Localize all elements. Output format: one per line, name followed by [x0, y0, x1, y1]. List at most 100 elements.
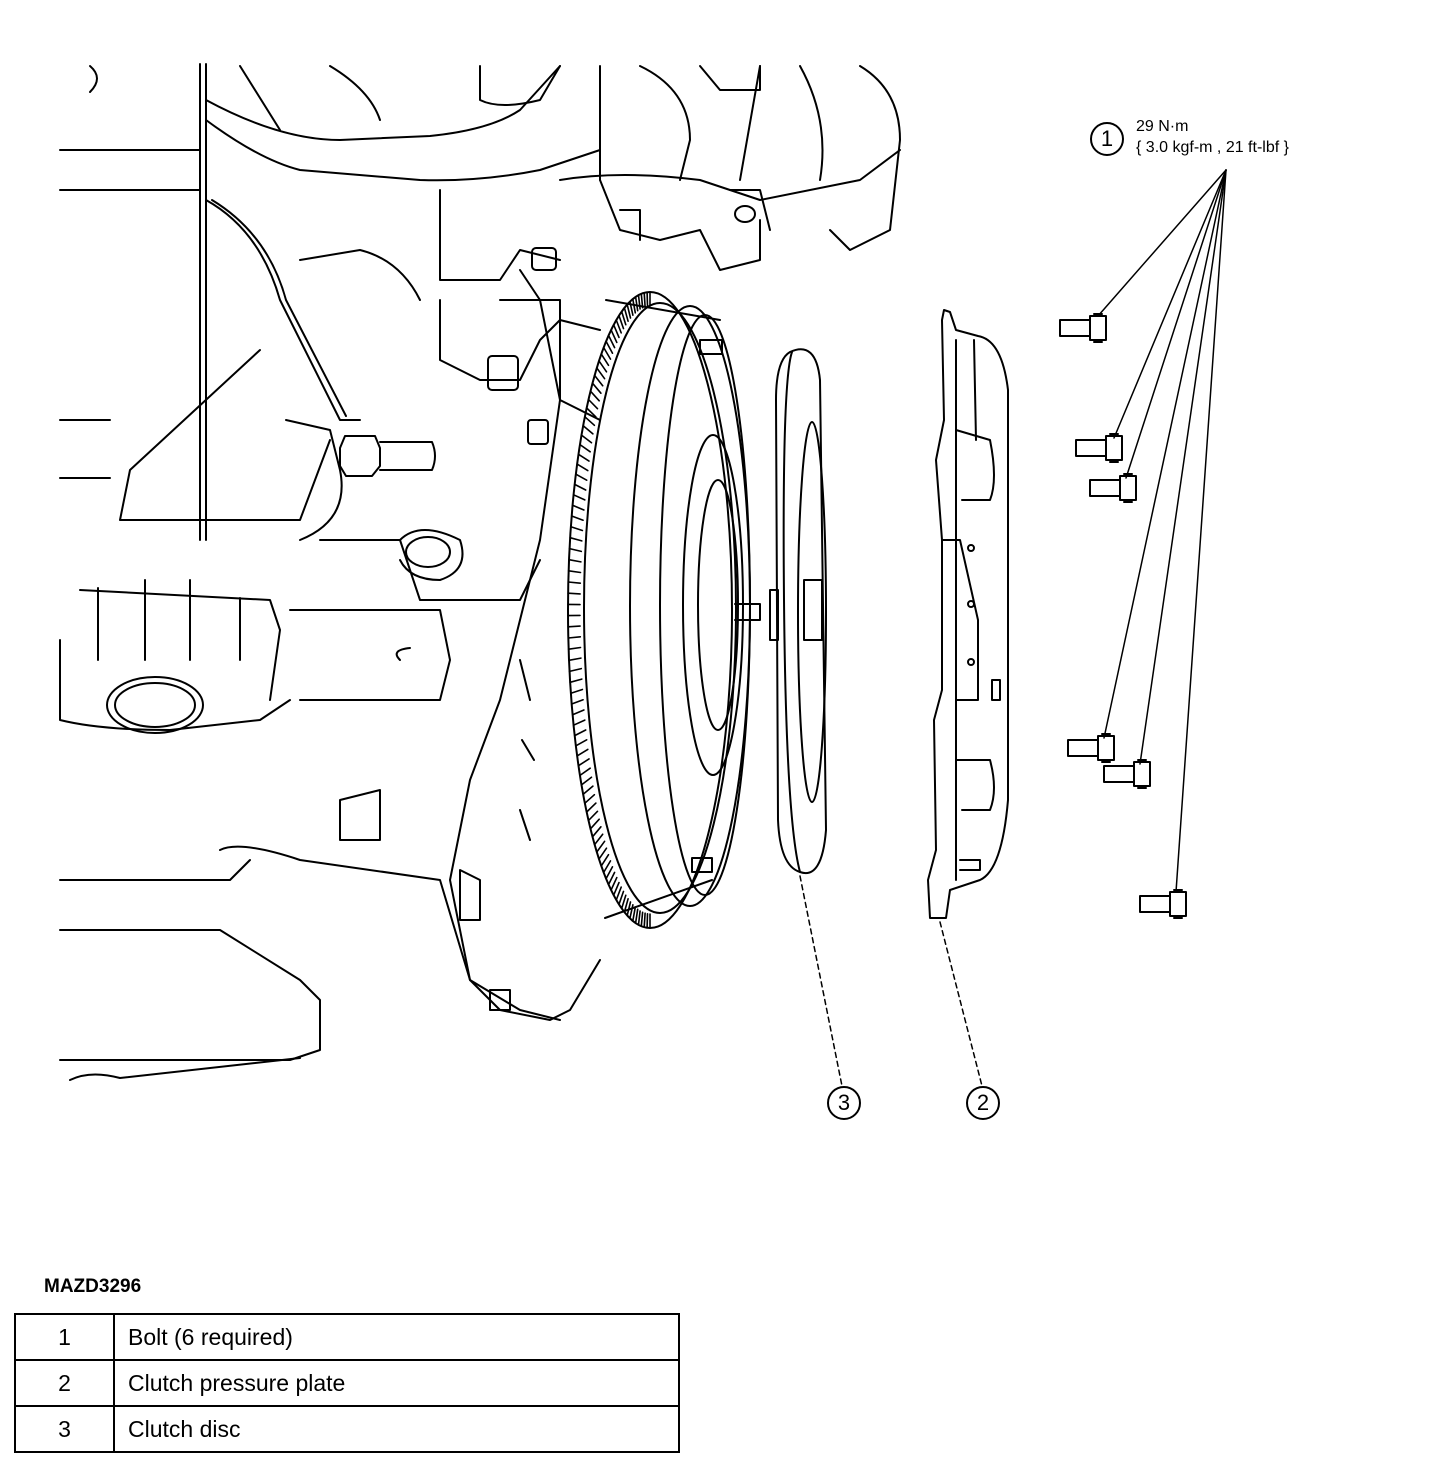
ring-gear-tooth — [575, 738, 588, 747]
figure-code: MAZD3296 — [44, 1276, 142, 1297]
bolts-drawing — [1059, 313, 1187, 919]
ring-gear-tooth — [580, 434, 593, 444]
ring-gear-tooth — [570, 698, 584, 705]
legend-description: Clutch pressure plate — [113, 1359, 680, 1407]
ring-gear-tooth — [605, 340, 614, 355]
ring-gear-tooth — [610, 329, 618, 344]
ring-gear-tooth — [567, 592, 581, 595]
ring-gear-tooth — [575, 473, 588, 482]
pressure-plate-drawing — [927, 309, 1009, 919]
ring-gear-tooth — [580, 776, 593, 786]
ring-gear-tooth — [587, 398, 599, 410]
ring-gear-tooth — [576, 748, 589, 757]
torque-spec: 29 N·m { 3.0 kgf-m , 21 ft-lbf } — [1136, 116, 1289, 158]
legend-number: 1 — [14, 1313, 115, 1361]
ring-gear-tooth — [577, 758, 590, 767]
ring-gear-tooth — [591, 825, 602, 838]
ring-gear-tooth — [629, 903, 634, 920]
ring-gear-tooth — [570, 688, 584, 695]
ring-gear-tooth — [618, 314, 625, 330]
ring-gear-tooth — [567, 646, 582, 651]
ring-gear-tooth — [607, 871, 616, 886]
callout-pressure-plate: 2 — [966, 1086, 1000, 1120]
ring-gear-tooth — [602, 860, 612, 874]
ring-gear-tooth — [568, 547, 583, 553]
ring-gear-tooth — [620, 310, 627, 326]
ring-gear-tooth — [567, 635, 582, 639]
engine-block-drawing — [59, 63, 901, 1081]
ring-gear-tooth — [573, 729, 587, 737]
ring-gear-tooth — [626, 303, 632, 319]
ring-gear-tooth — [589, 390, 601, 402]
ring-gear-tooth — [615, 886, 623, 901]
ring-gear-tooth — [576, 463, 589, 472]
ring-gear-tooth — [585, 802, 597, 813]
ring-gear-tooth — [634, 296, 639, 312]
ring-gear-tooth — [571, 709, 585, 716]
ring-gear-tooth — [637, 294, 641, 310]
ring-gear-tooth — [610, 876, 618, 891]
legend-number: 2 — [14, 1359, 115, 1407]
ring-gear-tooth — [572, 493, 586, 501]
ring-gear-tooth — [623, 897, 629, 913]
ring-gear-tooth — [569, 536, 583, 542]
ring-gear-tooth — [643, 912, 646, 929]
ring-gear-tooth — [591, 382, 602, 395]
ring-gear-tooth — [568, 667, 583, 673]
ring-gear-tooth — [600, 353, 610, 367]
ring-gear-tooth — [612, 324, 620, 339]
ring-gear-tooth — [600, 853, 610, 867]
torque-spec-nm: 29 N·m — [1136, 118, 1189, 135]
ring-gear-tooth — [643, 291, 646, 308]
ring-gear-tooth — [568, 657, 582, 662]
ring-gear-tooth — [634, 908, 639, 924]
ring-gear-tooth — [637, 910, 641, 926]
flywheel-drawing — [567, 291, 761, 929]
ring-gear-tooth — [570, 515, 584, 522]
ring-gear-tooth — [569, 678, 583, 684]
ring-gear-tooth — [605, 865, 614, 880]
ring-gear-tooth — [573, 483, 587, 491]
legend-number: 3 — [14, 1405, 115, 1453]
ring-gear-tooth — [593, 833, 604, 846]
ring-gear-tooth — [640, 292, 644, 309]
ring-gear-tooth — [582, 424, 594, 435]
ring-gear-tooth — [623, 307, 629, 323]
ring-gear-tooth — [626, 901, 632, 917]
ring-gear-tooth — [607, 334, 616, 349]
ring-gear-tooth — [567, 581, 582, 585]
ring-gear-tooth — [589, 818, 601, 830]
ring-gear-tooth — [579, 443, 592, 453]
ring-gear-tooth — [579, 767, 592, 777]
callout-bolt: 1 — [1090, 122, 1124, 156]
ring-gear-tooth — [612, 881, 620, 896]
ring-gear-tooth — [584, 415, 596, 427]
ring-gear-tooth — [598, 847, 608, 860]
clutch-disc-drawing — [769, 348, 827, 875]
ring-gear-tooth — [620, 894, 627, 910]
ring-gear-tooth — [568, 558, 582, 563]
ring-gear-tooth — [593, 374, 604, 387]
ring-gear-tooth — [598, 360, 608, 373]
ring-gear-tooth — [584, 793, 596, 805]
parts-legend-table: 1 Bolt (6 required) 2 Clutch pressure pl… — [14, 1313, 680, 1453]
exploded-clutch-diagram — [59, 63, 1227, 1087]
ring-gear-tooth — [571, 504, 585, 511]
legend-description: Bolt (6 required) — [113, 1313, 680, 1361]
legend-row: 2 Clutch pressure plate — [14, 1359, 680, 1407]
ring-gear-tooth — [631, 906, 637, 922]
ring-gear-tooth — [595, 840, 606, 853]
ring-gear-tooth — [577, 453, 590, 462]
legend-row: 3 Clutch disc — [14, 1405, 680, 1453]
torque-spec-alt-units: { 3.0 kgf-m , 21 ft-lbf } — [1136, 139, 1289, 156]
ring-gear-tooth — [567, 569, 582, 574]
ring-gear-tooth — [629, 300, 634, 317]
ring-gear-tooth — [631, 298, 637, 314]
ring-gear-tooth — [585, 407, 597, 418]
ring-gear-tooth — [572, 719, 586, 727]
ring-gear-tooth — [615, 319, 623, 334]
callout-clutch-disc: 3 — [827, 1086, 861, 1120]
ring-gear-tooth — [602, 346, 612, 360]
ring-gear-tooth — [570, 525, 584, 532]
legend-row: 1 Bolt (6 required) — [14, 1313, 680, 1361]
